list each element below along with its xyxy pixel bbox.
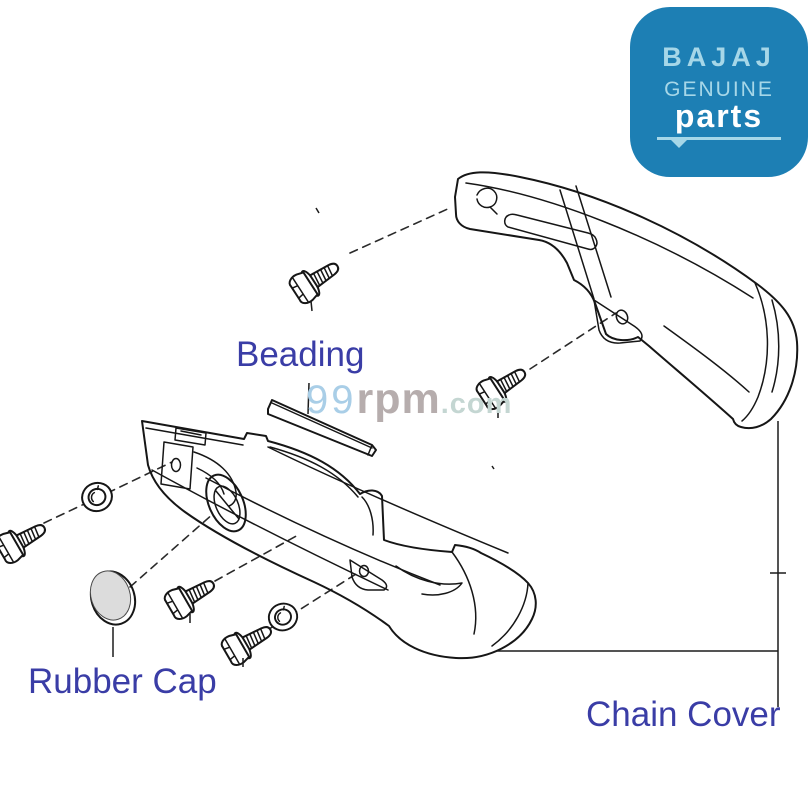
upper-chain-cover-drawing	[454, 171, 799, 430]
lower-chain-cover-drawing	[141, 420, 537, 660]
logo-brand-text: BAJAJ	[662, 42, 776, 72]
watermark-99-text: 99	[306, 378, 357, 422]
leader-lines	[112, 207, 786, 707]
bajaj-genuine-parts-logo: BAJAJ GENUINE parts	[630, 7, 808, 177]
logo-underline	[657, 137, 781, 148]
watermark-99rpm: 99rpm.com	[306, 375, 512, 424]
watermark-com-text: .com	[440, 388, 513, 420]
logo-parts-text: parts	[674, 98, 764, 134]
watermark-rpm-text: rpm	[356, 375, 441, 423]
logo-down-arrow-icon	[669, 138, 689, 148]
beading-label: Beading	[236, 335, 365, 374]
flange-bolt-drawing	[0, 252, 534, 669]
beading-strip-drawing	[267, 399, 377, 457]
rubber-cap-label: Rubber Cap	[28, 662, 217, 701]
chain-cover-label: Chain Cover	[586, 695, 781, 734]
rubber-cap-drawing	[89, 570, 137, 626]
logo-genuine-text: GENUINE	[664, 78, 774, 101]
